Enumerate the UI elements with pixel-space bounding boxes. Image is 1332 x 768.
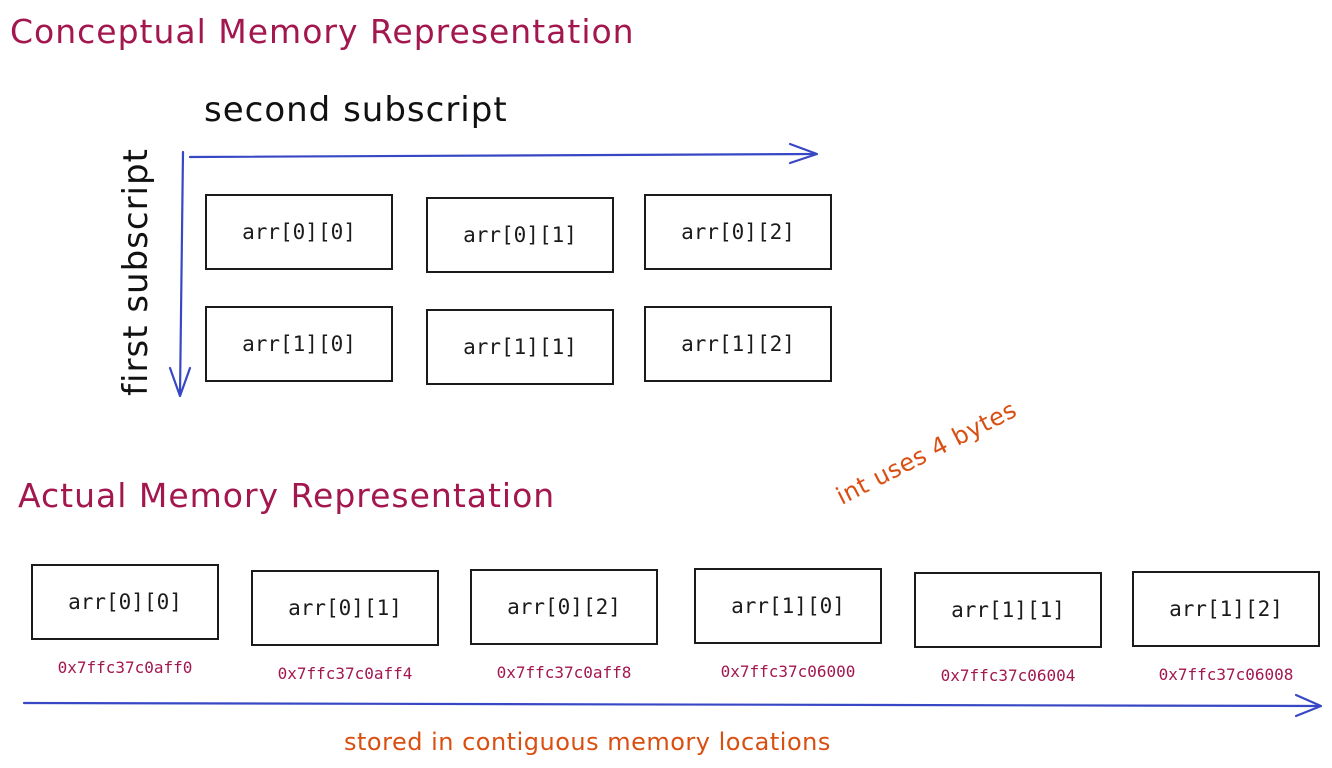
grid-cell: arr[0][1] [426, 197, 614, 273]
column-axis-label: second subscript [204, 90, 508, 130]
row-axis-arrowhead [168, 366, 192, 398]
memory-cell: arr[1][0] [694, 568, 882, 644]
memory-address: 0x7ffc37c0aff0 [57, 658, 193, 677]
memory-address: 0x7ffc37c06000 [720, 662, 856, 681]
grid-cell: arr[0][0] [205, 194, 393, 270]
conceptual-title: Conceptual Memory Representation [10, 12, 635, 51]
memory-axis-arrow [22, 701, 1322, 708]
grid-cell: arr[1][0] [205, 306, 393, 382]
column-axis-arrow [188, 152, 817, 159]
memory-address: 0x7ffc37c06004 [940, 666, 1076, 685]
memory-axis-arrowhead [1294, 693, 1323, 718]
memory-cell: arr[0][2] [470, 569, 658, 645]
memory-cell: arr[0][1] [251, 570, 439, 646]
column-axis-arrowhead [788, 142, 819, 165]
memory-address: 0x7ffc37c0aff8 [496, 663, 632, 682]
memory-cell: arr[0][0] [31, 564, 219, 640]
grid-cell: arr[1][2] [644, 306, 832, 382]
memory-address: 0x7ffc37c06008 [1158, 665, 1294, 684]
contiguous-caption: stored in contiguous memory locations [344, 728, 831, 756]
memory-address: 0x7ffc37c0aff4 [277, 664, 413, 683]
memory-cell: arr[1][1] [914, 572, 1102, 648]
grid-cell: arr[0][2] [644, 194, 832, 270]
grid-cell: arr[1][1] [426, 309, 614, 385]
actual-title: Actual Memory Representation [18, 476, 556, 515]
memory-cell: arr[1][2] [1132, 571, 1320, 647]
row-axis-arrow [178, 150, 185, 397]
